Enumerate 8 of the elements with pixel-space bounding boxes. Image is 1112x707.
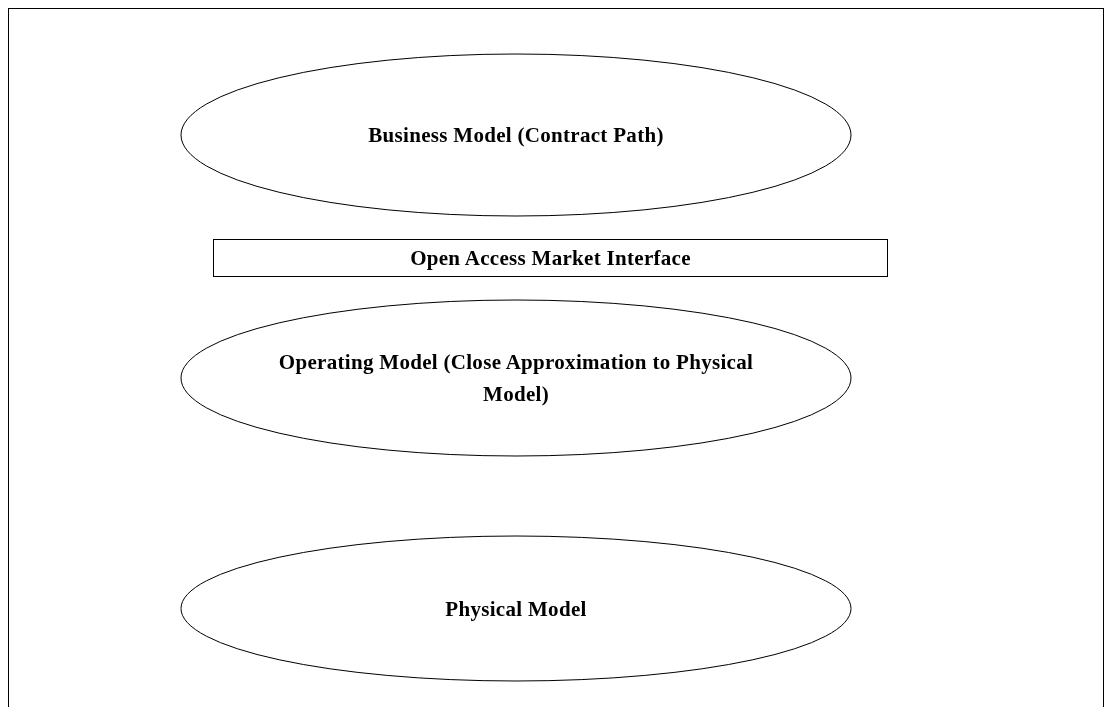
node-label: Open Access Market Interface — [410, 245, 691, 272]
model-ellipse — [180, 535, 852, 682]
model-ellipse — [180, 299, 852, 457]
node-label: Business Model (Contract Path) — [368, 122, 664, 149]
interface-box — [213, 239, 888, 277]
node-label: Physical Model — [445, 595, 587, 623]
node-label: Operating Model (Close Approximation to Physical Model) — [277, 349, 755, 408]
model-ellipse — [180, 53, 852, 217]
